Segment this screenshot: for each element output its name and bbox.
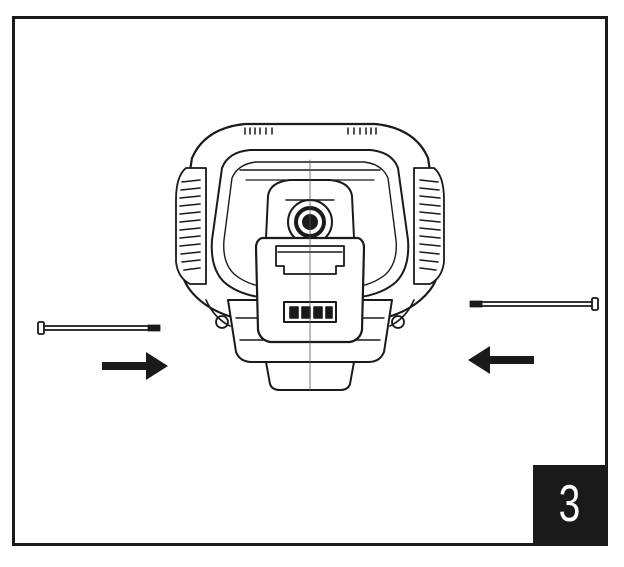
instruction-frame: 3 xyxy=(12,16,608,546)
arrow-right-icon xyxy=(102,352,168,380)
assembly-illustration xyxy=(37,122,599,391)
step-number: 3 xyxy=(558,475,580,533)
handle-assembly-icon xyxy=(175,122,445,391)
arrow-left-icon xyxy=(468,346,534,374)
step-number-badge: 3 xyxy=(533,465,605,543)
bolt-icon xyxy=(469,297,599,311)
bolt-icon xyxy=(37,321,161,335)
